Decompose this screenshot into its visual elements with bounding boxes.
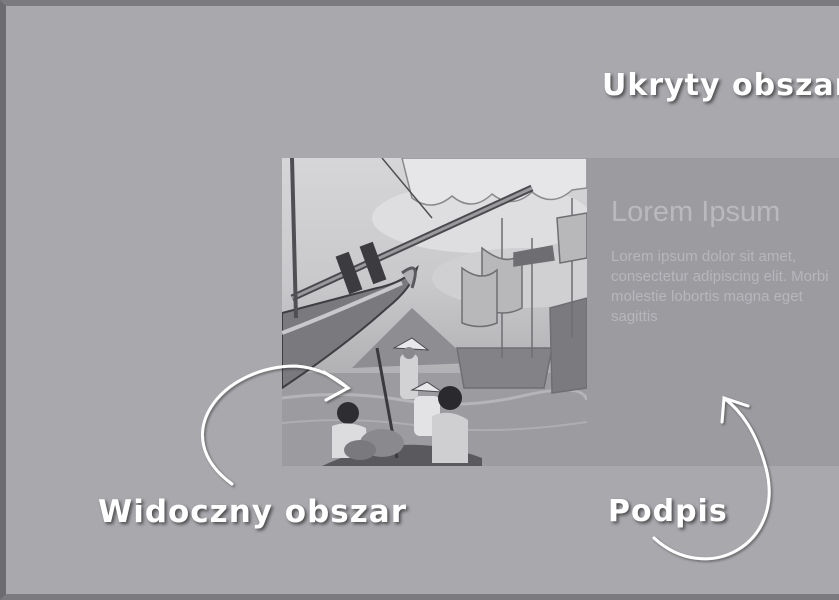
caption-panel: Lorem Ipsum Lorem ipsum dolor sit amet, … [587, 158, 839, 466]
caption-title: Lorem Ipsum [611, 196, 780, 229]
caption-label: Podpis [608, 494, 728, 529]
harbor-ships-illustration [282, 158, 587, 466]
visible-area-label: Widoczny obszar [98, 494, 407, 530]
caption-text: Lorem ipsum dolor sit amet, consectetur … [611, 247, 839, 327]
illustration-image [282, 158, 587, 466]
hidden-area-label: Ukryty obszar [602, 68, 839, 103]
